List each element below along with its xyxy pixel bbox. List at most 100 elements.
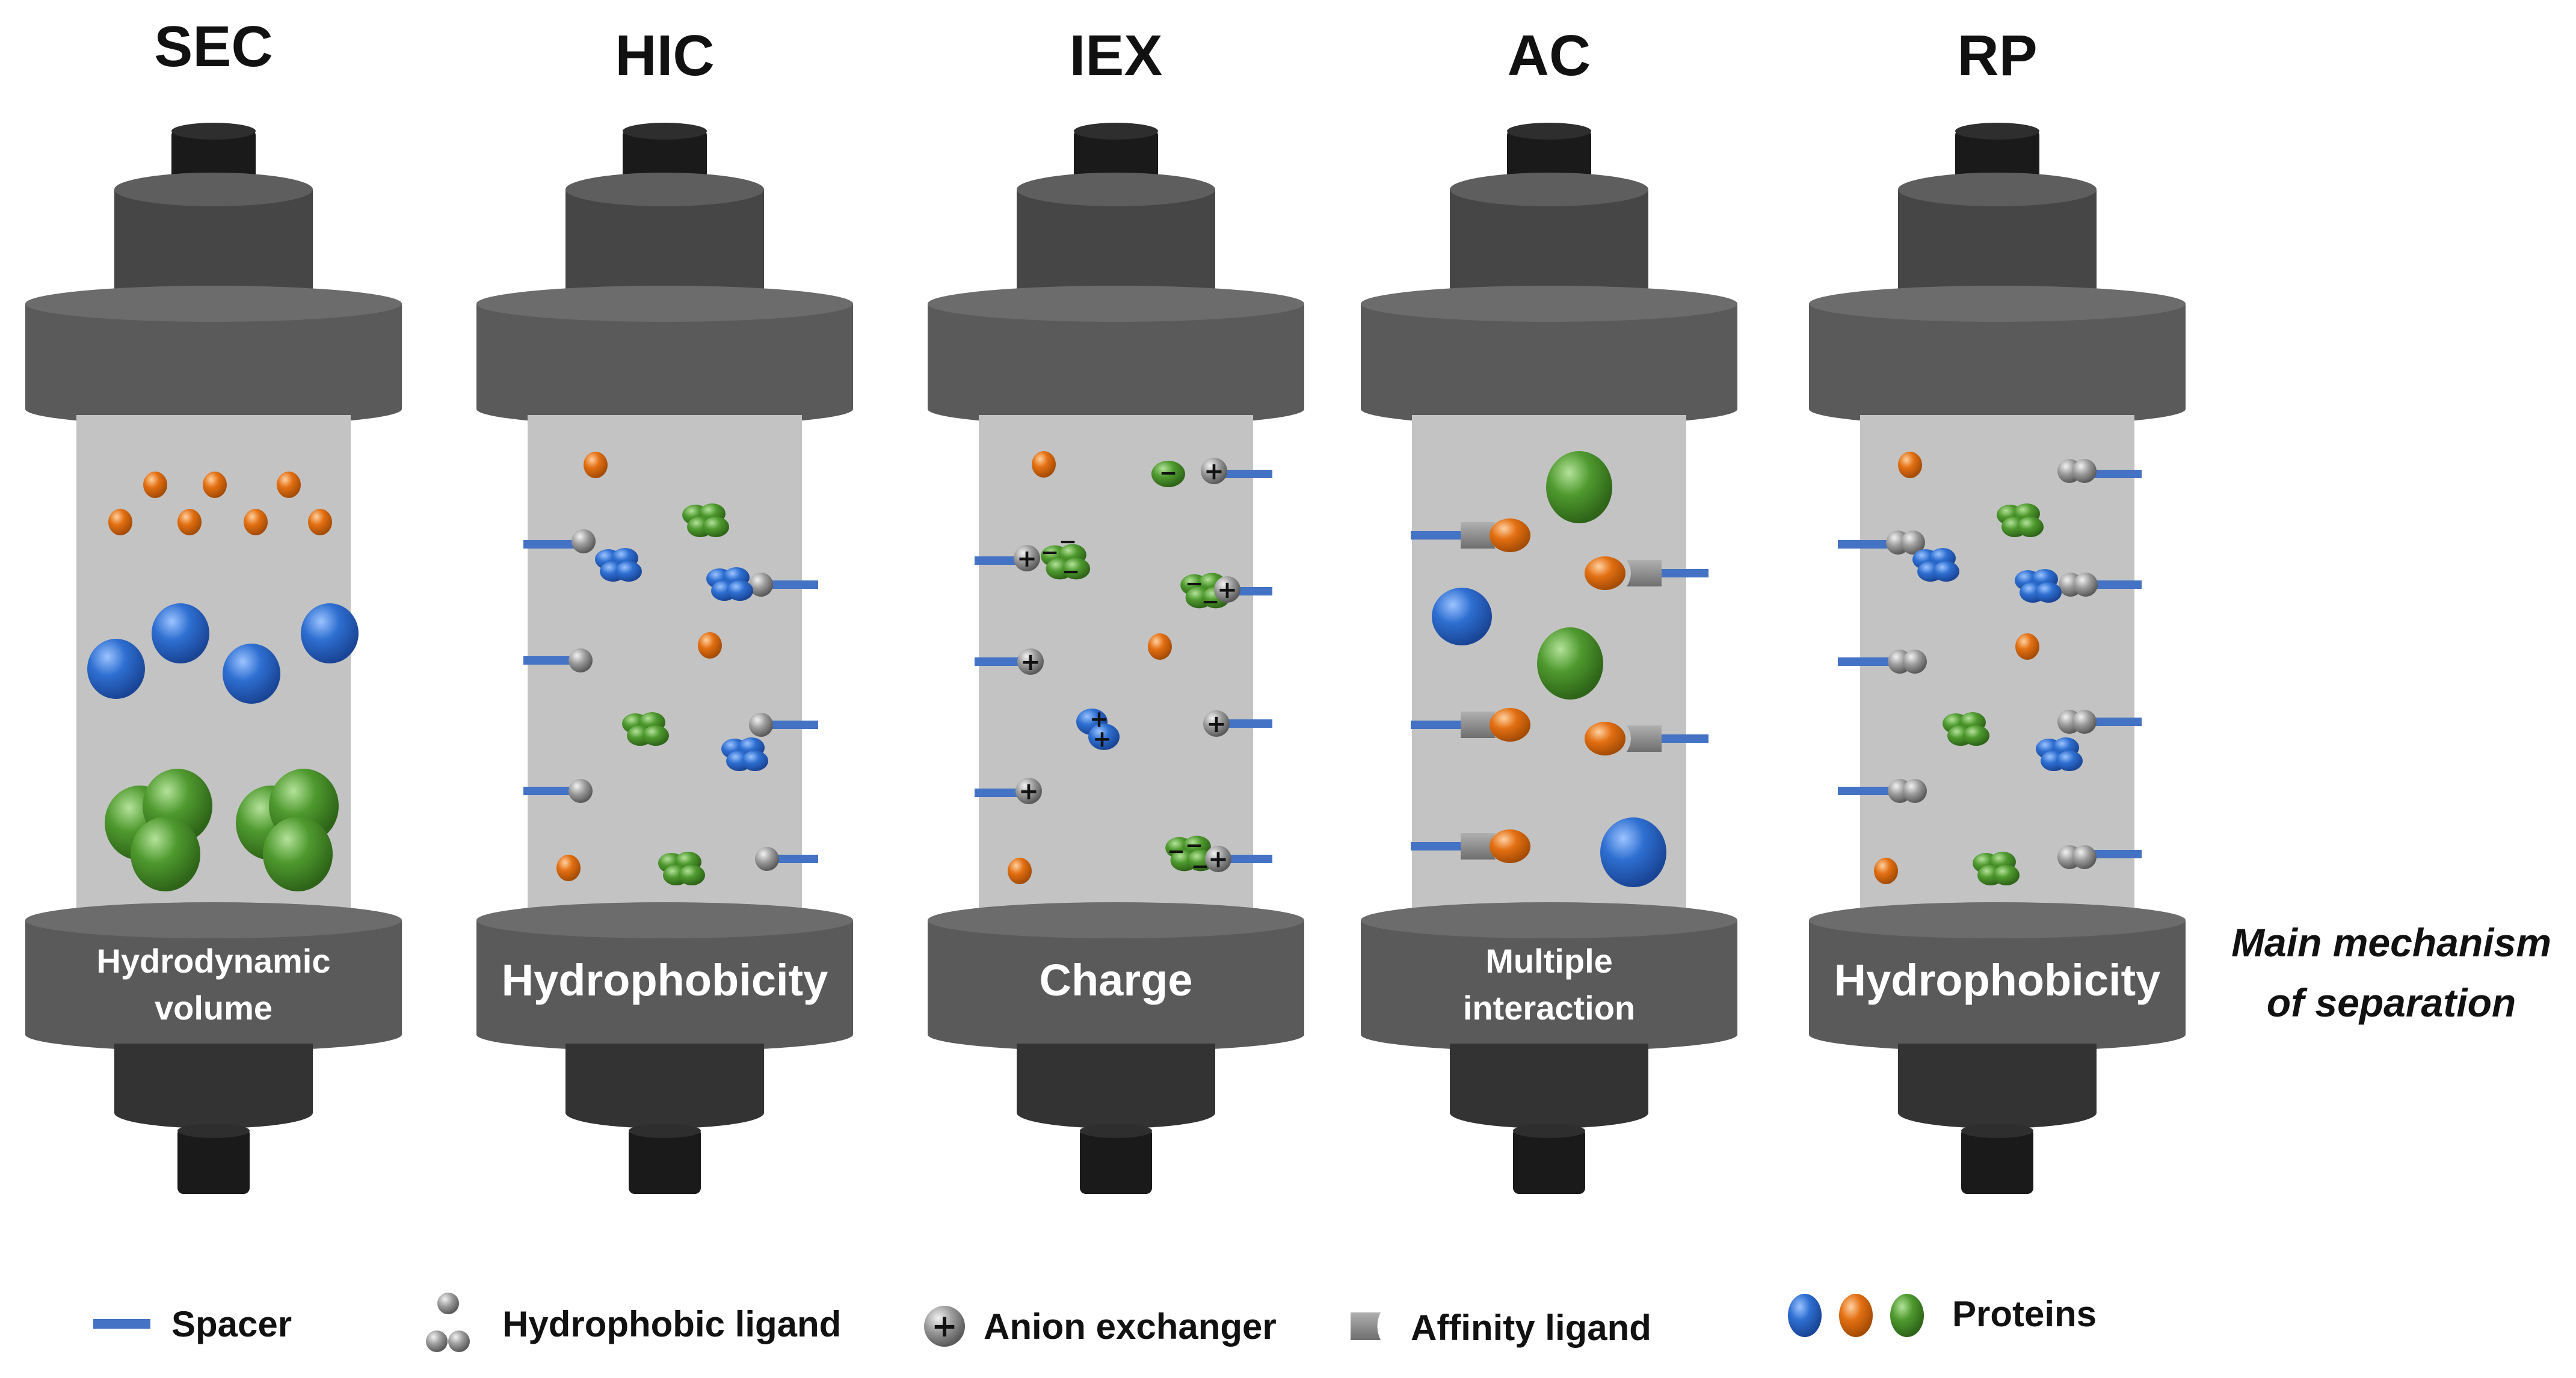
orange-protein-icon <box>1839 1294 1873 1337</box>
column-title: SEC <box>154 14 273 79</box>
bottom-nozzle <box>1961 1128 2033 1194</box>
spacer <box>523 787 575 795</box>
bottom-flange-bottom <box>25 1018 402 1051</box>
legend-spacer-label: Spacer <box>171 1304 292 1344</box>
blue-protein <box>1600 817 1666 887</box>
lower-collar-bottom <box>1898 1097 2097 1128</box>
orange-protein <box>1585 556 1625 590</box>
lower-collar-bottom <box>1017 1097 1215 1128</box>
blue-protein <box>2056 751 2083 771</box>
charge-sign: + <box>1089 706 1109 732</box>
lower-collar-bottom <box>1450 1097 1648 1128</box>
hydrophobic-ligand <box>1903 779 1927 803</box>
top-nozzle <box>1074 129 1158 186</box>
spacer <box>1224 855 1272 863</box>
spacer <box>761 580 818 589</box>
bottom-nozzle <box>629 1128 701 1194</box>
top-flange-top <box>928 286 1304 322</box>
affinity-ligand <box>1461 833 1496 860</box>
hydrophobic-ligand <box>749 713 773 737</box>
blue-protein <box>1088 724 1120 750</box>
legend: Spacer Hydrophobic ligand + Anion exchan… <box>93 1293 2097 1352</box>
affinity-ligand <box>1461 522 1496 549</box>
green-protein <box>679 865 705 885</box>
orange-protein <box>1490 518 1530 552</box>
charge-sign: − <box>1185 834 1203 858</box>
blue-protein <box>615 561 642 582</box>
charge-sign: + <box>1092 725 1112 752</box>
top-flange-top <box>1361 286 1737 322</box>
orange-protein <box>1490 708 1530 742</box>
iex-contents: −++−−−+−−++++++−−− <box>975 451 1272 884</box>
green-protein-icon <box>1890 1294 1924 1337</box>
legend-anion-exchanger: + Anion exchanger <box>924 1306 1277 1347</box>
bottom-flange-bottom <box>476 1018 853 1051</box>
orange-protein <box>1898 452 1922 478</box>
legend-proteins-label: Proteins <box>1952 1294 2097 1334</box>
spacer <box>1660 734 1709 743</box>
lower-collar-bottom <box>565 1097 764 1128</box>
hydrophobic-ligand <box>1903 650 1927 674</box>
affinity-ligand <box>1627 725 1662 752</box>
bottom-nozzle-top <box>1513 1124 1585 1138</box>
green-protein <box>2017 517 2044 537</box>
top-nozzle-top <box>623 123 707 140</box>
mechanism-caption-line2: of separation <box>2267 980 2516 1025</box>
bottom-nozzle <box>177 1128 250 1194</box>
orange-protein <box>1008 858 1032 884</box>
mechanism-label: Charge <box>1040 955 1193 1005</box>
svg-text:+: + <box>931 1308 958 1344</box>
bottom-nozzle-top <box>1080 1124 1152 1138</box>
spacer <box>1411 842 1462 850</box>
upper-collar-top <box>1450 173 1648 206</box>
mechanism-label: Hydrophobicity <box>502 955 828 1005</box>
green-protein <box>1062 558 1091 580</box>
upper-collar-top <box>114 173 313 206</box>
anion-exchanger <box>1201 458 1227 484</box>
blue-protein <box>301 603 359 663</box>
bottom-flange-top <box>476 902 853 938</box>
charge-sign: − <box>1167 840 1185 864</box>
bottom-nozzle-top <box>1961 1124 2033 1138</box>
mechanism-caption-line1: Main mechanism <box>2231 920 2551 965</box>
bottom-nozzle-top <box>629 1124 701 1138</box>
charge-sign: + <box>1017 545 1037 573</box>
hydrophobic-ligand-icon <box>426 1330 448 1352</box>
bottom-flange-top <box>25 902 402 938</box>
spacer <box>1838 540 1895 549</box>
anion-exchanger-icon <box>924 1306 965 1347</box>
column-title: RP <box>1957 23 2037 88</box>
legend-affinity-ligand: Affinity ligand <box>1351 1308 1651 1348</box>
anion-exchanger <box>1014 545 1040 571</box>
charge-sign: + <box>1217 576 1237 604</box>
green-protein <box>1546 451 1612 523</box>
green-protein <box>1993 865 2020 885</box>
spacer <box>523 540 578 549</box>
green-protein <box>703 517 729 537</box>
blue-protein <box>223 644 280 704</box>
hydrophobic-ligand <box>572 529 596 553</box>
charge-sign: − <box>1062 560 1080 585</box>
top-nozzle <box>623 129 707 186</box>
bottom-flange-bottom <box>928 1018 1304 1051</box>
anion-exchanger <box>1205 846 1231 872</box>
bottom-nozzle <box>1080 1128 1152 1194</box>
blue-protein <box>87 639 145 699</box>
anion-exchanger <box>1015 778 1042 804</box>
bottom-flange <box>25 920 402 1035</box>
spacer <box>1411 721 1462 729</box>
legend-hydrophobic-ligand: Hydrophobic ligand <box>426 1293 841 1352</box>
orange-protein <box>203 472 227 498</box>
green-protein <box>1537 627 1603 700</box>
legend-hydrophobic-ligand-label: Hydrophobic ligand <box>502 1304 841 1344</box>
hydrophobic-ligand <box>2072 845 2097 869</box>
mechanism-caption: Main mechanism of separation <box>2231 920 2551 1025</box>
bottom-flange <box>928 920 1304 1035</box>
mechanism-label: Hydrodynamic <box>97 942 331 980</box>
orange-protein <box>108 509 132 535</box>
bottom-nozzle-top <box>177 1124 250 1138</box>
legend-proteins: Proteins <box>1788 1294 2097 1337</box>
